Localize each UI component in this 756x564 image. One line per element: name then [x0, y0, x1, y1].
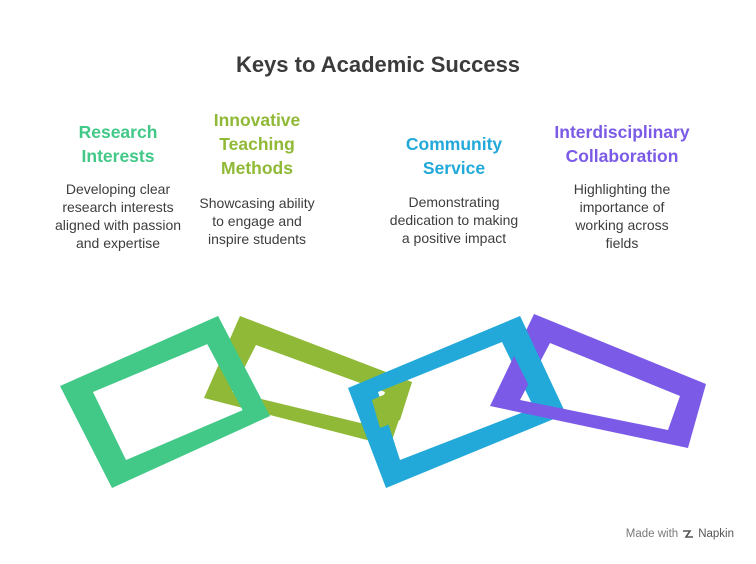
diagram-title: Keys to Academic Success — [235, 52, 521, 77]
made-with-label: Made with — [625, 528, 679, 540]
item-heading: Community Service — [405, 134, 503, 178]
item-description: Demonstrating dedication to making a pos… — [389, 194, 519, 246]
item-research-interests: Research Interests Developing clear rese… — [33, 0, 203, 252]
item-heading: Research Interests — [78, 122, 158, 166]
chain-link-olive-overlap — [372, 382, 412, 428]
item-description: Showcasing ability to engage and inspire… — [199, 195, 315, 247]
footer-attribution: Made with Napkin — [626, 528, 734, 540]
chain-link-green — [60, 316, 270, 488]
item-heading: Innovative Teaching Methods — [213, 110, 301, 178]
item-community-service: Community Service Demonstrating dedicati… — [369, 0, 539, 247]
chain-link-green-overlap — [204, 316, 270, 424]
chain-link-blue-overlap — [506, 316, 548, 384]
item-description: Highlighting the importance of working a… — [573, 181, 671, 251]
item-description: Developing clear research interests alig… — [54, 181, 182, 251]
item-heading: Interdisciplinary Collaboration — [554, 122, 690, 166]
napkin-brand: Napkin — [698, 528, 734, 540]
item-interdisciplinary-collaboration: Interdisciplinary Collaboration Highligh… — [537, 0, 707, 252]
napkin-logo-icon — [683, 530, 694, 538]
item-innovative-teaching-methods: Innovative Teaching Methods Showcasing a… — [172, 0, 342, 248]
chain-link-purple — [490, 314, 706, 448]
chain-link-blue — [348, 316, 566, 488]
